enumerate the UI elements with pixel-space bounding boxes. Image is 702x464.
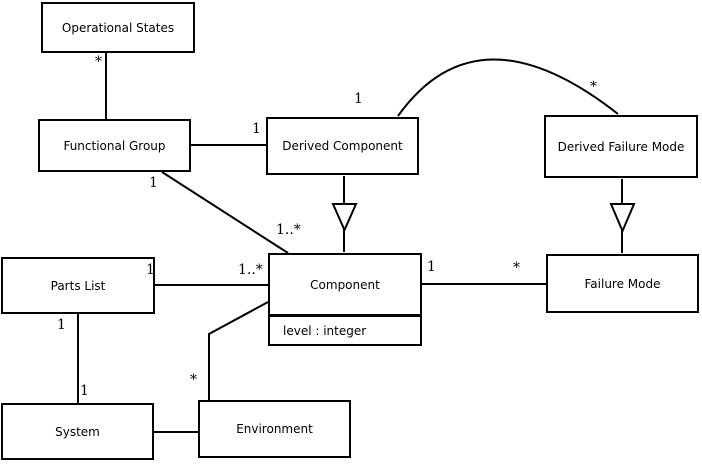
class-name-label: Derived Failure Mode bbox=[557, 139, 685, 154]
generalization-arrow-icon bbox=[331, 203, 358, 233]
multiplicity-label-derived-component-end: 1 bbox=[252, 121, 261, 137]
multiplicity-label-failure-mode-end: * bbox=[513, 260, 520, 276]
generalization-derived-component-to-component bbox=[331, 176, 358, 252]
class-attribute-label: level : integer bbox=[283, 323, 367, 338]
class-operational-states: Operational States bbox=[41, 2, 195, 53]
class-environment: Environment bbox=[198, 400, 351, 458]
class-name-label: Operational States bbox=[61, 20, 175, 35]
multiplicity-label-component-left-end: 1..* bbox=[238, 262, 263, 278]
edge-functional-group-component bbox=[161, 171, 289, 254]
class-derived-component: Derived Component bbox=[266, 117, 419, 175]
class-parts-list: Parts List bbox=[1, 257, 155, 314]
class-name-label: Failure Mode bbox=[584, 276, 661, 291]
class-functional-group: Functional Group bbox=[38, 119, 191, 172]
multiplicity-label-system-end: 1 bbox=[80, 383, 89, 399]
generalization-derived-failure-mode-to-failure-mode bbox=[609, 179, 636, 253]
multiplicity-label-component-right-end: 1 bbox=[427, 259, 436, 275]
class-name-label: Parts List bbox=[50, 278, 106, 293]
class-name-label: Derived Component bbox=[282, 139, 403, 153]
class-component: Component level : integer bbox=[268, 253, 422, 346]
multiplicity-label-operational-states-end: * bbox=[95, 54, 102, 70]
multiplicity-label-arc-derived-component-end: 1 bbox=[354, 91, 363, 107]
edge-derived-component-derived-failure-mode-arc bbox=[397, 58, 619, 117]
generalization-arrow-icon bbox=[609, 203, 636, 234]
multiplicity-label-arc-derived-failure-mode-end: * bbox=[590, 79, 597, 95]
class-failure-mode: Failure Mode bbox=[546, 254, 699, 313]
class-name-label: Component bbox=[310, 277, 380, 292]
class-derived-failure-mode: Derived Failure Mode bbox=[544, 115, 698, 178]
class-attribute-compartment: level : integer bbox=[270, 317, 420, 344]
class-system: System bbox=[1, 403, 154, 460]
multiplicity-label-parts-list-end: 1 bbox=[146, 262, 155, 278]
class-name-label: Functional Group bbox=[63, 138, 166, 153]
multiplicity-label-parts-list-bottom-end: 1 bbox=[57, 317, 66, 333]
edge-component-environment bbox=[208, 301, 269, 400]
class-name-compartment: Component bbox=[270, 255, 420, 317]
multiplicity-label-functional-group-end: 1 bbox=[149, 175, 158, 191]
multiplicity-label-environment-end: * bbox=[190, 372, 197, 388]
class-name-label: System bbox=[55, 424, 100, 439]
multiplicity-label-component-top-end: 1..* bbox=[276, 222, 301, 238]
class-name-label: Environment bbox=[236, 422, 313, 436]
